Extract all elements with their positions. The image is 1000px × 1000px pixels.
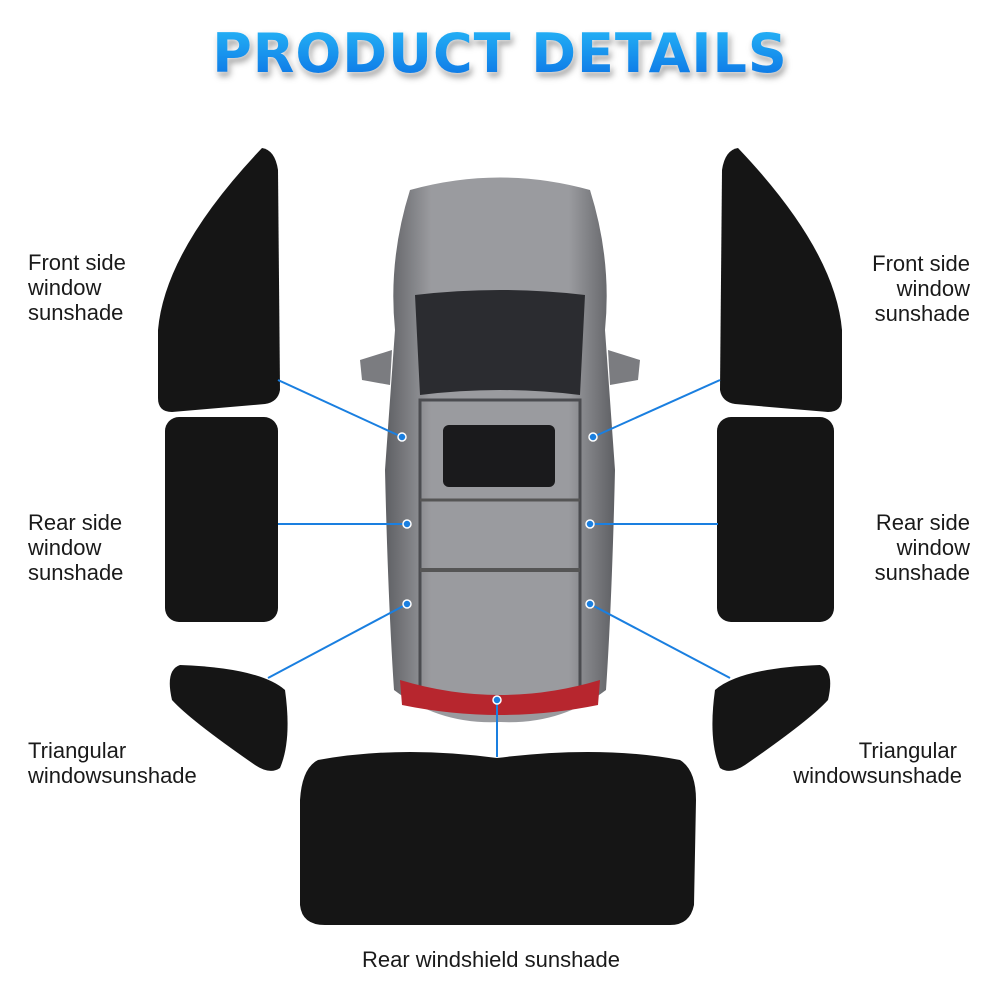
label-line: Rear side [875,510,970,535]
label-line: sunshade [874,560,970,585]
label-line: window [896,535,970,560]
label-rear-side-right: Rear side window sunshade [875,510,970,585]
label-line: Triangular [858,738,957,763]
label-front-side-left: Front side window sunshade [28,250,126,325]
rear-windshield-shade [300,751,696,925]
connector-lines [267,379,731,757]
label-line: window [28,275,102,300]
triangular-shade-right [712,665,831,771]
label-line: Rear side [28,510,123,535]
label-line: windowsunshade [28,763,197,788]
front-side-shade-left [158,148,280,412]
label-front-side-right: Front side window sunshade [872,251,970,326]
label-line: sunshade [28,300,124,325]
triangular-shade-left [169,665,288,771]
label-line: sunshade [874,301,970,326]
label-rear-windshield: Rear windshield sunshade [361,947,621,972]
label-triangular-left: Triangular windowsunshade [28,738,197,788]
page-title: PRODUCT DETAILS [0,22,1000,85]
label-line: windowsunshade [793,763,962,788]
connector-dots [397,432,598,705]
label-line: sunshade [28,560,124,585]
label-rear-side-left: Rear side window sunshade [28,510,123,585]
car-top-view [360,177,640,723]
label-line: window [896,276,970,301]
label-line: Front side [872,251,970,276]
rear-side-shade-left [165,417,278,622]
label-line: window [28,535,102,560]
label-triangular-right: Triangular windowsunshade [793,738,962,788]
rear-side-shade-right [717,417,834,622]
label-line: Triangular [28,738,127,763]
label-line: Front side [28,250,126,275]
front-side-shade-right [720,148,842,412]
